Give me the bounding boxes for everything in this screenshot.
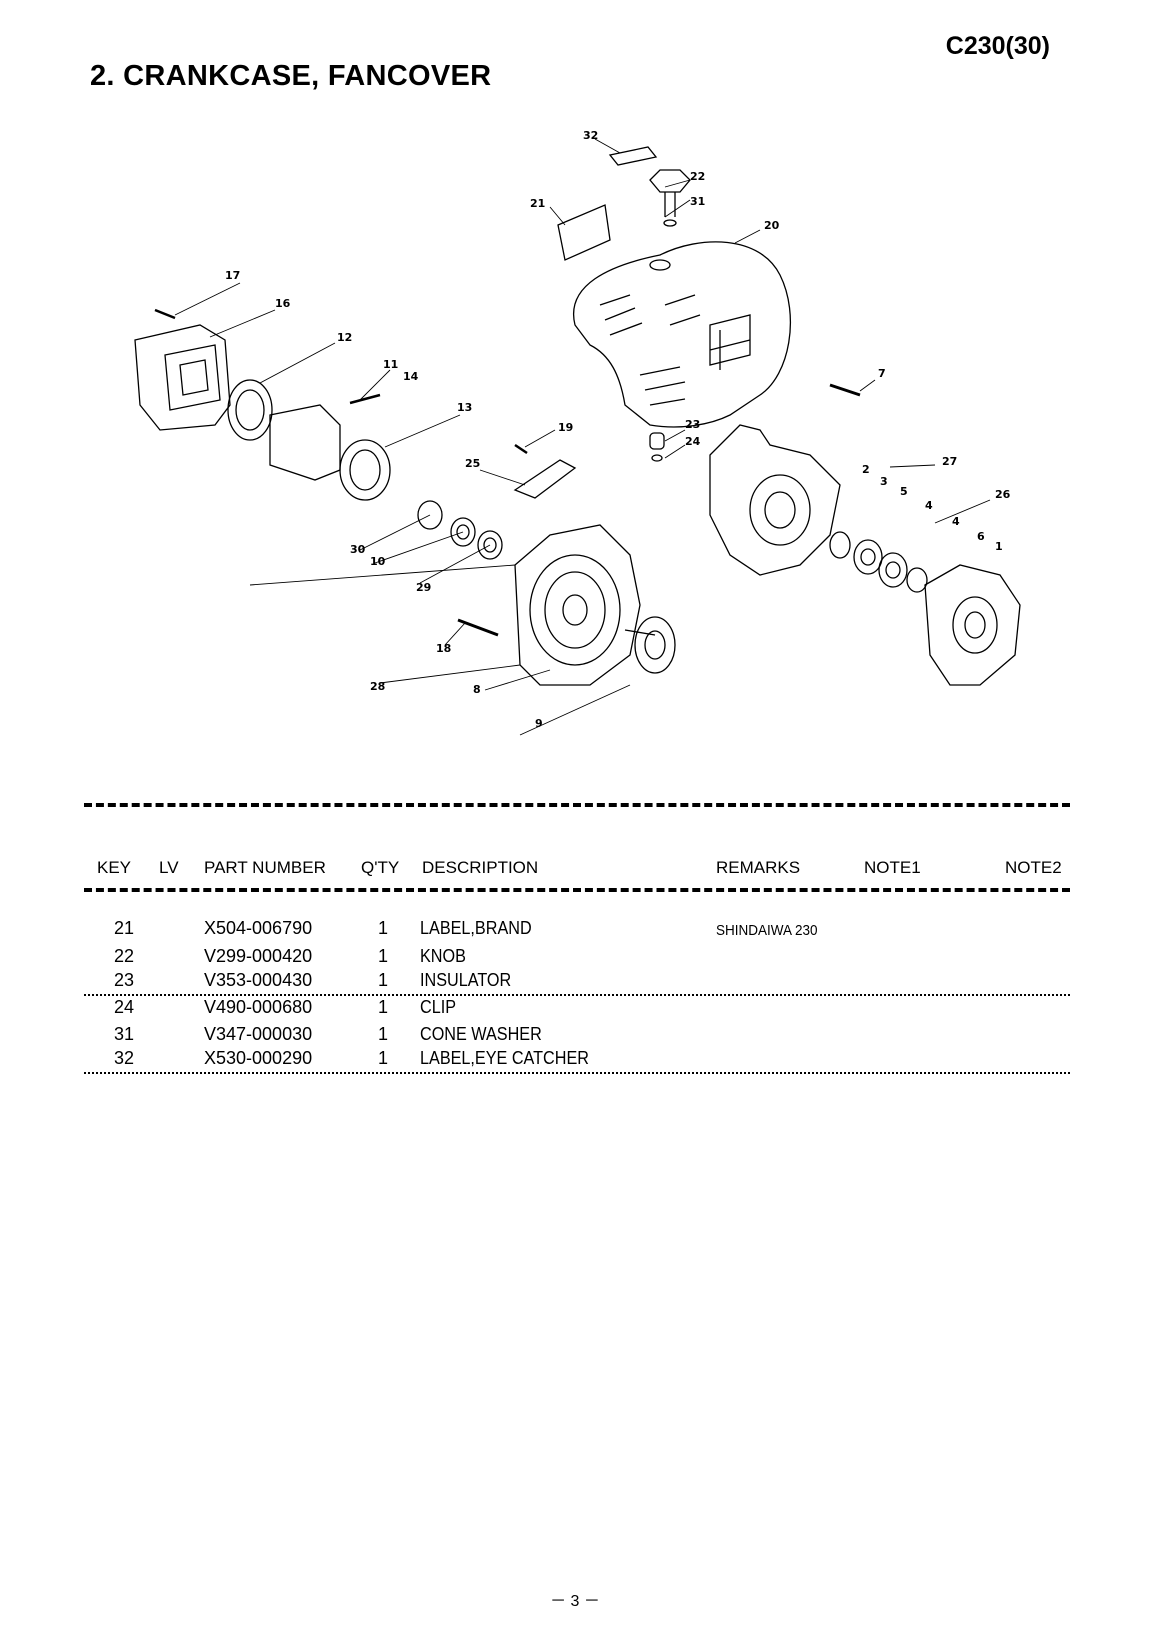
row-part-number: V490-000680	[204, 997, 313, 1017]
eye-catcher-label-part	[608, 146, 658, 166]
row-key: 22	[113, 946, 135, 966]
row-part-number: V299-000420	[204, 946, 313, 966]
table-top-rule	[84, 803, 1070, 807]
callout-32: 32	[583, 129, 598, 142]
row-key: 24	[113, 997, 135, 1017]
callout-3: 3	[880, 475, 888, 488]
row-remarks: SHINDAIWA 230	[716, 922, 818, 939]
callout-4a: 4	[925, 499, 933, 512]
col-description: DESCRIPTION	[422, 858, 539, 877]
col-qty: Q'TY	[361, 858, 400, 877]
callout-23: 23	[685, 418, 700, 431]
row-qty: 1	[378, 918, 389, 938]
callout-10: 10	[370, 555, 386, 568]
row-qty: 1	[378, 946, 389, 966]
row-key: 32	[113, 1048, 135, 1068]
callout-labels: 32 22 31 21 20 17 16 12 11 14 13 19 23 2…	[225, 129, 1011, 730]
cylinder-cover-part	[134, 324, 231, 431]
row-part-number: V347-000030	[204, 1024, 313, 1044]
callout-8: 8	[473, 683, 481, 696]
row-description: KNOB	[420, 946, 466, 966]
group-rule	[84, 994, 1070, 996]
callout-29: 29	[416, 581, 431, 594]
callout-1: 1	[995, 540, 1003, 553]
callout-16: 16	[275, 297, 291, 310]
col-part-number: PART NUMBER	[204, 858, 326, 877]
callout-27: 27	[942, 455, 957, 468]
fan-cover-part	[572, 241, 792, 428]
callout-30: 30	[350, 543, 366, 556]
callout-26: 26	[995, 488, 1011, 501]
group-rule	[84, 1072, 1070, 1074]
row-part-number: X504-006790	[204, 918, 313, 938]
insulator-part	[649, 432, 665, 450]
callout-31: 31	[690, 195, 705, 208]
row-key: 21	[113, 918, 135, 938]
callout-5: 5	[900, 485, 908, 498]
callout-25: 25	[465, 457, 480, 470]
knob-part	[649, 169, 691, 217]
ring-part	[227, 379, 273, 441]
row-qty: 1	[378, 997, 389, 1017]
callout-19: 19	[558, 421, 573, 434]
callout-6: 6	[977, 530, 985, 543]
row-description: CONE WASHER	[420, 1024, 542, 1044]
callout-17: 17	[225, 269, 240, 282]
table-row: 21 X504-006790 1 LABEL,BRAND SHINDAIWA 2…	[0, 918, 1150, 942]
row-part-number: X530-000290	[204, 1048, 313, 1068]
callout-20: 20	[764, 219, 780, 232]
callout-18: 18	[436, 642, 451, 655]
row-key: 23	[113, 970, 135, 990]
callout-9: 9	[535, 717, 543, 730]
page-number: － 3 －	[550, 1593, 600, 1610]
col-note2: NOTE2	[1005, 858, 1062, 877]
exploded-parts-diagram: 32 22 31 21 20 17 16 12 11 14 13 19 23 2…	[134, 129, 1021, 736]
table-row: 31 V347-000030 1 CONE WASHER	[0, 1024, 1150, 1048]
callout-7: 7	[878, 367, 886, 380]
row-description: LABEL,BRAND	[420, 918, 532, 938]
callout-2: 2	[862, 463, 870, 476]
flywheel-part	[634, 616, 676, 674]
recoil-housing-part	[514, 524, 641, 686]
row-qty: 1	[378, 1048, 389, 1068]
row-part-number: V353-000430	[204, 970, 313, 990]
col-lv: LV	[159, 858, 179, 877]
row-qty: 1	[378, 970, 389, 990]
callout-13: 13	[457, 401, 472, 414]
row-qty: 1	[378, 1024, 389, 1044]
callout-4b: 4	[952, 515, 960, 528]
table-header-rule	[84, 888, 1070, 892]
row-description: INSULATOR	[420, 970, 512, 990]
row-description: CLIP	[420, 997, 457, 1017]
crankcase-part	[709, 424, 841, 576]
table-row: 23 V353-000430 1 INSULATOR	[0, 970, 1150, 994]
table-row: 32 X530-000290 1 LABEL,EYE CATCHER	[0, 1048, 1150, 1072]
crankcase-half-part	[924, 564, 1021, 686]
cylinder-part	[269, 404, 341, 481]
brand-label-part	[557, 204, 611, 261]
section-title: 2. CRANKCASE, FANCOVER	[90, 60, 492, 92]
col-key: KEY	[97, 858, 132, 877]
col-note1: NOTE1	[864, 858, 921, 877]
bearing-part	[450, 517, 476, 547]
callout-11: 11	[383, 358, 398, 371]
table-row: 22 V299-000420 1 KNOB	[0, 946, 1150, 970]
callout-22: 22	[690, 170, 705, 183]
model-number: C230(30)	[945, 32, 1050, 60]
callout-14: 14	[403, 370, 419, 383]
callout-28: 28	[370, 680, 385, 693]
callout-21: 21	[530, 197, 545, 210]
col-remarks: REMARKS	[716, 858, 801, 877]
row-description: LABEL,EYE CATCHER	[420, 1048, 589, 1068]
row-key: 31	[113, 1024, 135, 1044]
table-row: 24 V490-000680 1 CLIP	[0, 997, 1150, 1021]
callout-24: 24	[685, 435, 701, 448]
callout-12: 12	[337, 331, 352, 344]
